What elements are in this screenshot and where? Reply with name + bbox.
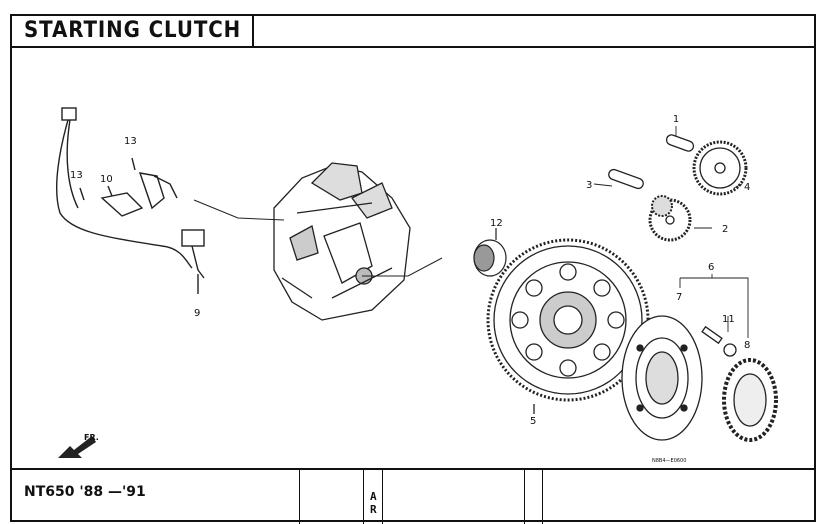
- one-way-clutch: [722, 358, 778, 442]
- callout-7: 7: [676, 292, 682, 303]
- footer-divider-4: [524, 470, 525, 524]
- reduction-gear: [692, 140, 748, 196]
- front-direction-indicator: FR.: [58, 433, 99, 458]
- idle-gear: [648, 195, 692, 242]
- revision-letter-a: A: [370, 490, 377, 503]
- footer-divider-2: [363, 470, 364, 524]
- header-bar: STARTING CLUTCH: [12, 16, 814, 48]
- callout-11: 11: [722, 314, 735, 325]
- pulse-generator-harness: [55, 107, 205, 294]
- callout-8: 8: [744, 340, 750, 351]
- idle-gear-shafts: [608, 134, 695, 190]
- clutch-bolt: [701, 325, 737, 357]
- engine-leaders: [193, 199, 443, 277]
- callout-5: 5: [530, 416, 536, 427]
- drawing-code: N8B4—E0600: [652, 458, 686, 464]
- header-divider: [252, 16, 254, 46]
- callout-labels: 1 2 3 4 5 6 7 8 9 10 11 12 13 13: [70, 114, 750, 427]
- callout-2: 2: [722, 224, 728, 235]
- callout-4: 4: [744, 182, 750, 193]
- front-direction-label: FR.: [84, 433, 99, 442]
- callout-3: 3: [586, 180, 592, 191]
- parts-diagram: 1 2 3 4 5 6 7 8 9 10 11 12 13 13 FR. N8B…: [55, 107, 778, 464]
- diagram-frame: STARTING CLUTCH: [10, 14, 816, 524]
- callout-leaders: [593, 126, 749, 338]
- footer-divider-3: [382, 470, 383, 524]
- callout-10: 10: [100, 174, 113, 185]
- needle-bearing: [473, 228, 507, 277]
- callout-6: 6: [708, 262, 714, 273]
- callout-13-lower: 13: [70, 170, 83, 181]
- footer-bar: NT650 '88 —'91 A R: [12, 468, 814, 524]
- callout-1: 1: [673, 114, 679, 125]
- callout-9: 9: [194, 308, 200, 319]
- page-title: STARTING CLUTCH: [24, 18, 242, 43]
- footer-divider-1: [299, 470, 300, 524]
- revision-letter-r: R: [370, 503, 377, 516]
- starter-driven-gear: [486, 238, 650, 414]
- model-years: NT650 '88 —'91: [24, 484, 146, 500]
- callout-12: 12: [490, 218, 503, 229]
- engine-block: [273, 162, 411, 321]
- clutch-outer: [621, 315, 703, 441]
- footer-divider-5: [542, 470, 543, 524]
- callout-13-upper: 13: [124, 136, 137, 147]
